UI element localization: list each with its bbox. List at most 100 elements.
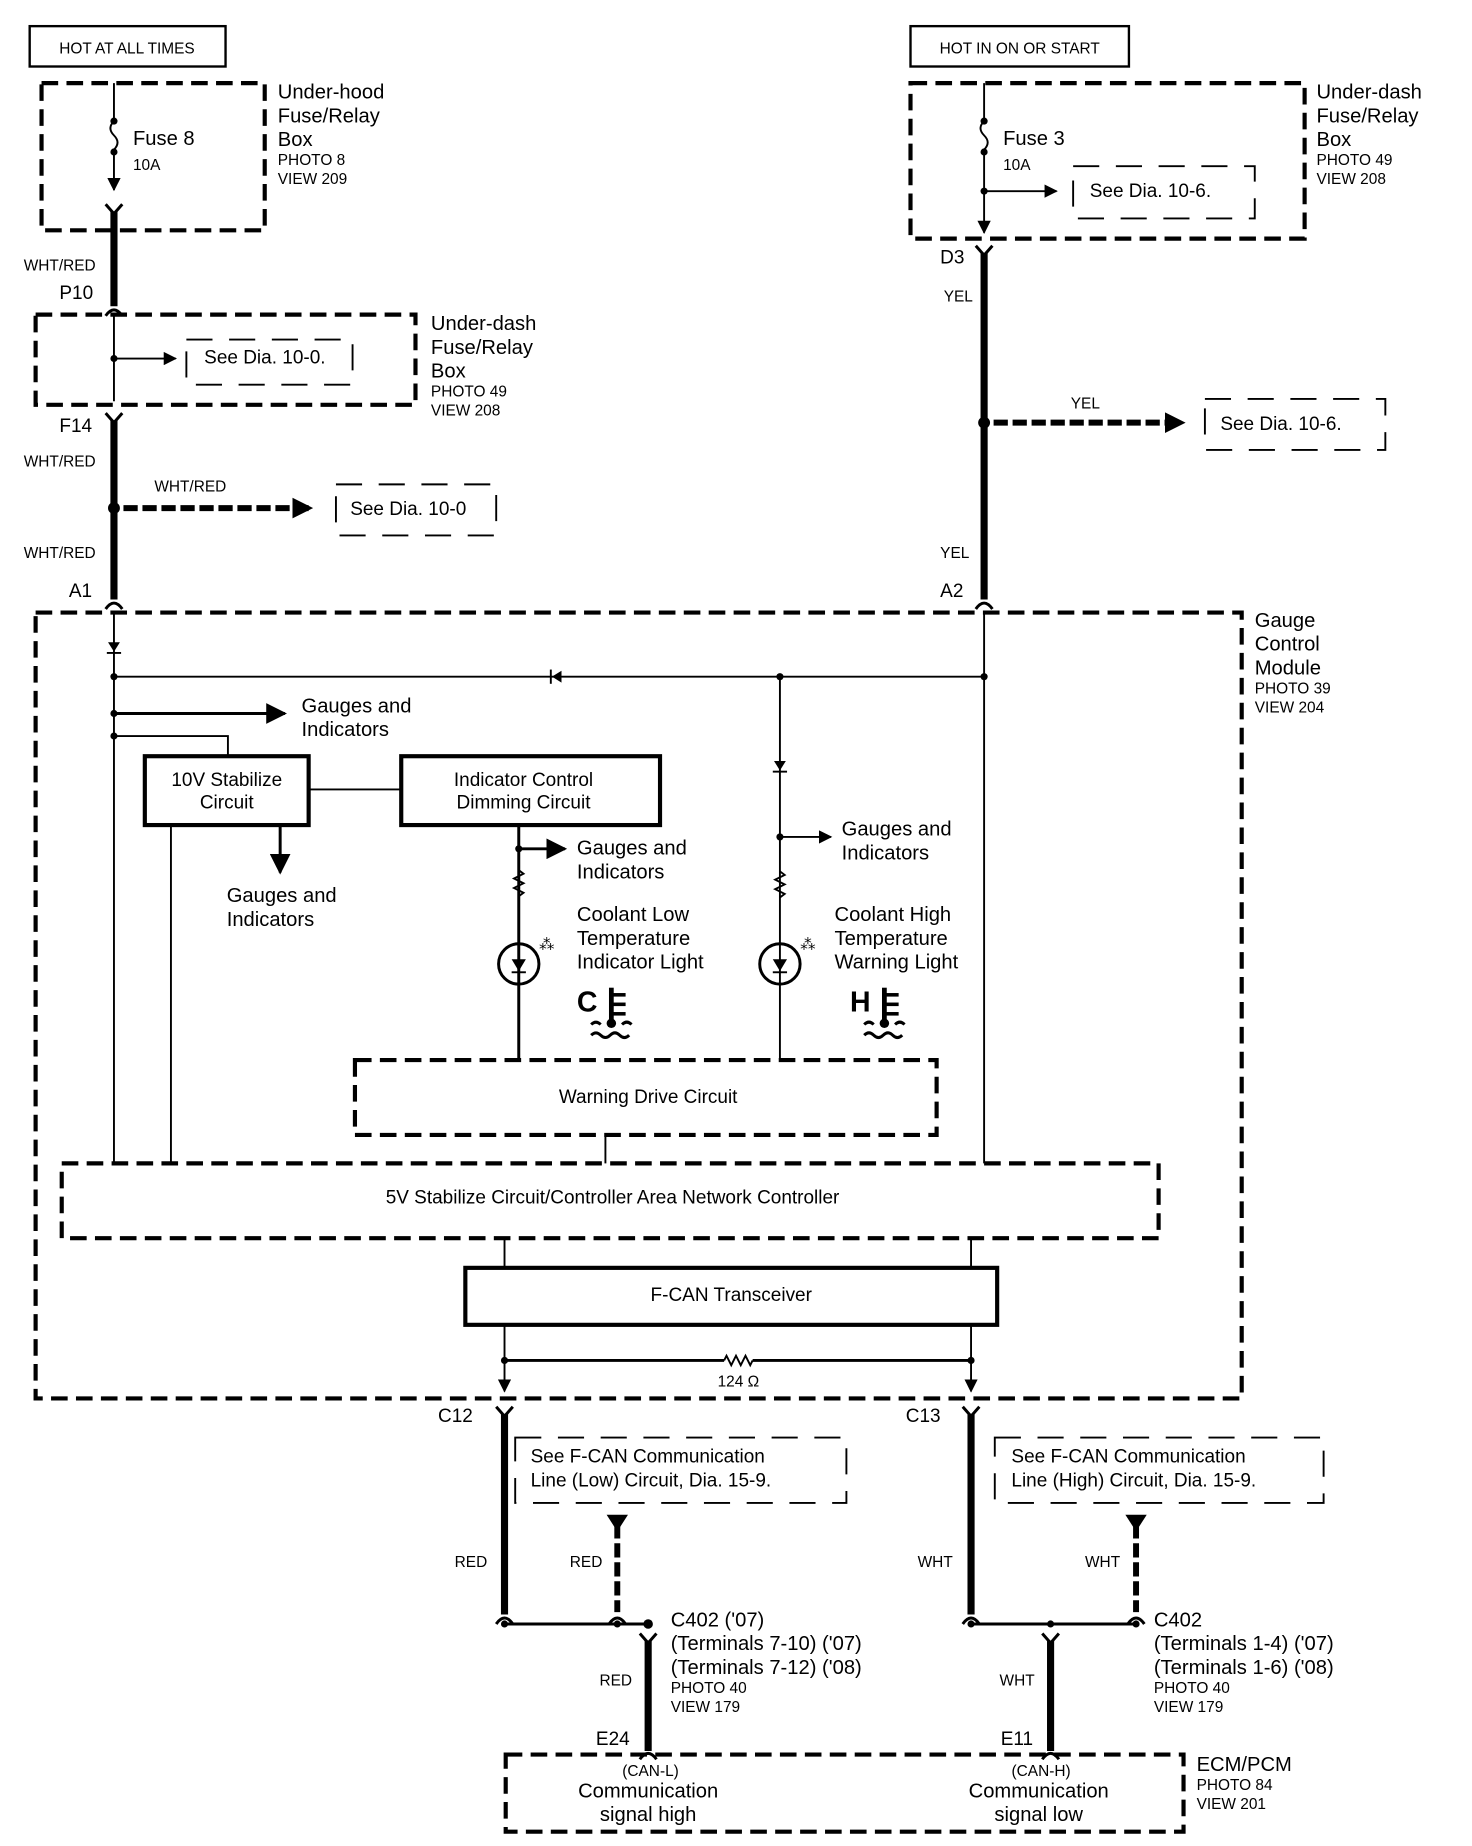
svg-text:Gauges and: Gauges and bbox=[577, 838, 687, 860]
svg-text:Box: Box bbox=[278, 129, 313, 151]
svg-text:Gauges and: Gauges and bbox=[842, 819, 952, 841]
connector-e11: E11 bbox=[1001, 1729, 1033, 1750]
underdash-fuse-box-right: See Dia. 10-6. Fuse 3 10A Under-dash Fus… bbox=[908, 81, 1422, 241]
svg-text:Under-dash: Under-dash bbox=[1316, 82, 1421, 104]
svg-text:⁂: ⁂ bbox=[539, 937, 554, 954]
terminator-resistor-icon bbox=[723, 1353, 754, 1368]
see-dia-10-0-ref[interactable]: See Dia. 10-0 bbox=[350, 499, 466, 520]
see-fcan-low-ref[interactable]: See F-CAN Communication bbox=[531, 1447, 765, 1468]
svg-text:WHT/RED: WHT/RED bbox=[24, 258, 96, 275]
svg-text:Fuse/Relay: Fuse/Relay bbox=[278, 105, 381, 127]
svg-text:Circuit: Circuit bbox=[200, 792, 255, 813]
svg-text:Communication: Communication bbox=[578, 1780, 718, 1802]
connector-a2: A2 bbox=[940, 581, 963, 602]
connector-d3: D3 bbox=[940, 248, 964, 269]
coolant-low-temp-symbol-icon: C bbox=[577, 986, 633, 1040]
svg-text:(Terminals 7-12) ('08): (Terminals 7-12) ('08) bbox=[671, 1657, 862, 1679]
svg-text:(Terminals 1-4) ('07): (Terminals 1-4) ('07) bbox=[1154, 1633, 1334, 1655]
svg-text:VIEW 204: VIEW 204 bbox=[1255, 699, 1325, 716]
svg-text:C: C bbox=[577, 986, 598, 1018]
svg-text:Indicators: Indicators bbox=[842, 842, 929, 864]
svg-text:Box: Box bbox=[431, 361, 466, 383]
svg-text:Gauges and: Gauges and bbox=[227, 885, 337, 907]
svg-text:5V Stabilize Circuit/Controlle: 5V Stabilize Circuit/Controller Area Net… bbox=[386, 1188, 840, 1209]
svg-text:(CAN-L): (CAN-L) bbox=[622, 1763, 679, 1780]
svg-text:Dimming Circuit: Dimming Circuit bbox=[457, 792, 592, 813]
svg-text:VIEW 201: VIEW 201 bbox=[1197, 1796, 1266, 1813]
svg-text:PHOTO 49: PHOTO 49 bbox=[1316, 152, 1392, 169]
svg-text:(CAN-H): (CAN-H) bbox=[1012, 1763, 1071, 1780]
underdash-fuse-box-left: See Dia. 10-0. Under-dash Fuse/Relay Box… bbox=[33, 312, 536, 420]
svg-text:Control: Control bbox=[1255, 634, 1320, 656]
svg-text:HOT IN ON OR START: HOT IN ON OR START bbox=[940, 40, 1101, 57]
svg-text:Under-dash: Under-dash bbox=[431, 313, 536, 335]
svg-text:Warning Drive Circuit: Warning Drive Circuit bbox=[559, 1087, 738, 1108]
svg-text:WHT: WHT bbox=[1085, 1554, 1121, 1571]
svg-text:PHOTO 84: PHOTO 84 bbox=[1197, 1777, 1273, 1794]
svg-text:VIEW 208: VIEW 208 bbox=[1316, 171, 1385, 188]
connector-c13: C13 bbox=[906, 1406, 941, 1427]
resistor-icon-2 bbox=[773, 870, 787, 899]
svg-text:RED: RED bbox=[599, 1673, 632, 1690]
underhood-fuse-box: Fuse 8 10A Under-hood Fuse/Relay Box PHO… bbox=[39, 81, 384, 233]
svg-text:⁂: ⁂ bbox=[800, 937, 815, 954]
coolant-high-temp-symbol-icon: H bbox=[850, 986, 906, 1040]
fcan-transceiver: F-CAN Transceiver bbox=[463, 1265, 1000, 1327]
svg-text:F-CAN Transceiver: F-CAN Transceiver bbox=[651, 1285, 812, 1306]
fuse-3-icon bbox=[979, 120, 989, 151]
svg-text:VIEW 209: VIEW 209 bbox=[278, 171, 347, 188]
indicator-control-dimming-circuit: Indicator Control Dimming Circuit bbox=[399, 754, 663, 828]
svg-text:Line (Low) Circuit, Dia. 15-9.[interactable]: Line (Low) Circuit, Dia. 15-9. bbox=[531, 1470, 772, 1491]
svg-text:PHOTO 49: PHOTO 49 bbox=[431, 384, 507, 401]
svg-text:Temperature: Temperature bbox=[835, 928, 948, 950]
svg-text:10A: 10A bbox=[1003, 157, 1031, 174]
fuse-8-icon bbox=[109, 120, 119, 151]
diode-icon-3 bbox=[773, 760, 786, 771]
svg-text:WHT: WHT bbox=[918, 1554, 954, 1571]
svg-text:Indicators: Indicators bbox=[577, 861, 664, 883]
resistor-icon bbox=[511, 869, 526, 898]
5v-stabilize-can-controller: 5V Stabilize Circuit/Controller Area Net… bbox=[59, 1161, 1161, 1241]
svg-text:WHT: WHT bbox=[1000, 1673, 1036, 1690]
gauge-control-module: Gauge Control Module PHOTO 39 VIEW 204 bbox=[33, 610, 1331, 1401]
see-dia-10-6-ref-inner[interactable]: See Dia. 10-6. bbox=[1090, 181, 1211, 202]
svg-text:VIEW 208: VIEW 208 bbox=[431, 403, 500, 420]
fuse-8-rating: 10A bbox=[133, 157, 161, 174]
terminator-value: 124 Ω bbox=[718, 1374, 760, 1391]
svg-text:Line (High) Circuit, Dia. 15-9[interactable]: Line (High) Circuit, Dia. 15-9. bbox=[1011, 1470, 1256, 1491]
svg-text:WHT/RED: WHT/RED bbox=[24, 454, 96, 471]
svg-text:Fuse 3: Fuse 3 bbox=[1003, 128, 1065, 150]
svg-text:Gauges and: Gauges and bbox=[302, 695, 412, 717]
svg-text:signal low: signal low bbox=[994, 1804, 1083, 1826]
see-dia-10-6-ref[interactable]: See Dia. 10-6. bbox=[1220, 414, 1341, 435]
svg-text:VIEW 179: VIEW 179 bbox=[1154, 1699, 1223, 1716]
hot-in-on-or-start-label: HOT IN ON OR START bbox=[909, 24, 1131, 68]
svg-text:10V Stabilize: 10V Stabilize bbox=[171, 770, 282, 791]
svg-text:Warning Light: Warning Light bbox=[835, 952, 959, 974]
svg-text:Indicator Control: Indicator Control bbox=[454, 770, 593, 791]
see-fcan-high-ref[interactable]: See F-CAN Communication bbox=[1011, 1447, 1245, 1468]
svg-text:PHOTO 40: PHOTO 40 bbox=[671, 1680, 747, 1697]
svg-text:Gauge: Gauge bbox=[1255, 610, 1316, 632]
connector-a1: A1 bbox=[69, 581, 92, 602]
svg-text:ECM/PCM: ECM/PCM bbox=[1197, 1754, 1292, 1776]
svg-text:Communication: Communication bbox=[969, 1780, 1109, 1802]
svg-text:PHOTO 39: PHOTO 39 bbox=[1255, 680, 1331, 697]
junction-c402-low: C402 ('07) bbox=[671, 1609, 765, 1631]
connector-e24: E24 bbox=[596, 1729, 630, 1750]
junction-c402-high: C402 bbox=[1154, 1609, 1202, 1631]
svg-text:Temperature: Temperature bbox=[577, 928, 690, 950]
svg-text:VIEW 179: VIEW 179 bbox=[671, 1699, 740, 1716]
svg-text:HOT AT ALL TIMES: HOT AT ALL TIMES bbox=[59, 40, 194, 57]
connector-f14: F14 bbox=[59, 416, 92, 437]
connector-c12: C12 bbox=[438, 1406, 473, 1427]
svg-text:YEL: YEL bbox=[1071, 395, 1101, 412]
diode-icon-2 bbox=[552, 670, 562, 683]
see-dia-10-0-ref-inner[interactable]: See Dia. 10-0. bbox=[204, 347, 325, 368]
svg-text:WHT/RED: WHT/RED bbox=[154, 478, 226, 495]
svg-text:PHOTO 40: PHOTO 40 bbox=[1154, 1680, 1230, 1697]
hot-at-all-times-label: HOT AT ALL TIMES bbox=[28, 24, 227, 68]
svg-text:Module: Module bbox=[1255, 657, 1321, 679]
svg-text:Coolant High: Coolant High bbox=[835, 904, 952, 926]
